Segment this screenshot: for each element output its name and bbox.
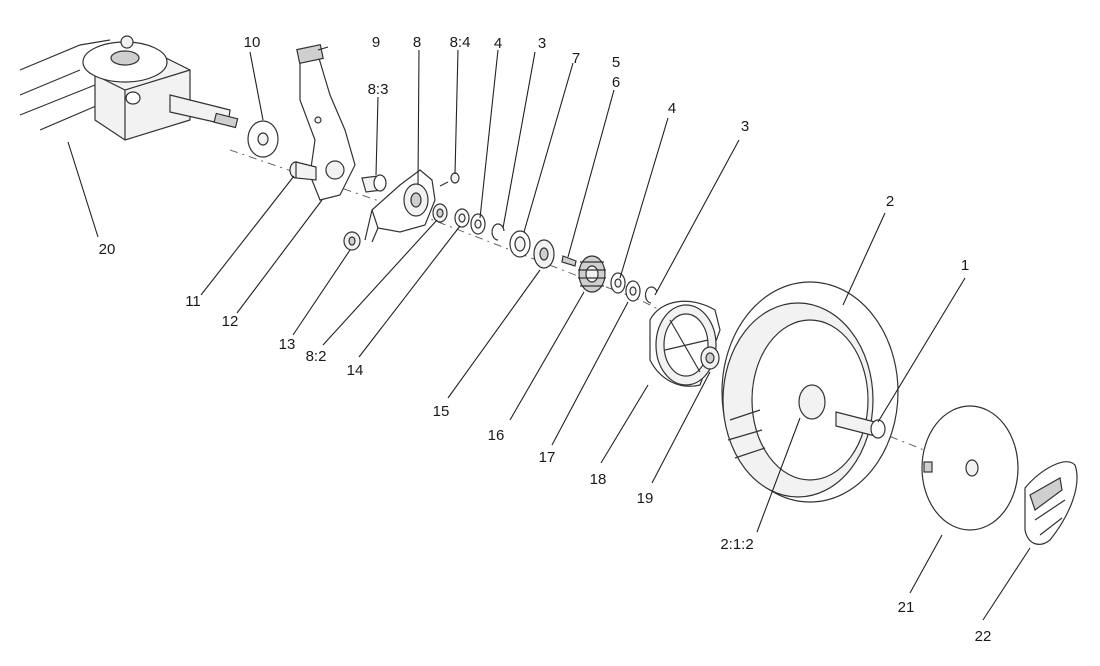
callout-21: 21: [898, 599, 915, 616]
callout-7: 7: [572, 50, 580, 67]
pivot-bracket-8: [364, 169, 436, 243]
hubcap-disc-21: [921, 405, 1019, 531]
clip-9: [296, 43, 324, 65]
callout-5: 5: [612, 54, 620, 71]
axle-bolt-1: [835, 411, 886, 439]
callout-1: 1: [961, 257, 969, 274]
retaining-ring-3-first: [491, 223, 505, 241]
bolt-11: [289, 161, 317, 181]
callout-12: 12: [222, 313, 239, 330]
callout-17: 17: [539, 449, 556, 466]
callout-4: 4: [494, 35, 502, 52]
washer-14: [454, 208, 470, 228]
nut-13: [343, 231, 361, 251]
pinion-gear-16: [578, 255, 606, 293]
bearing-15: [533, 239, 555, 269]
washer-4-second: [610, 272, 626, 294]
callout-2-1-2: 2:1:2: [720, 536, 753, 553]
callout-10: 10: [244, 34, 261, 51]
callout-3: 3: [741, 118, 749, 135]
bearing-8-2: [432, 203, 448, 223]
callout-3: 3: [538, 35, 546, 52]
retaining-ring-3-second: [644, 286, 658, 304]
callout-18: 18: [590, 471, 607, 488]
callout-6: 6: [612, 74, 620, 91]
screw-8-4: [439, 172, 460, 187]
callout-labels: 1 2 2:1:2 3 3 4 4 5 6 7 8 8:2 8:3 8:4 9 …: [99, 34, 992, 645]
height-adjust-bracket-12: [299, 54, 356, 201]
spacer-7: [509, 230, 531, 258]
wheel-cover-22: [1024, 461, 1078, 545]
callout-8: 8: [413, 34, 421, 51]
callout-20: 20: [99, 241, 116, 258]
callout-4: 4: [668, 100, 676, 117]
hub-19: [700, 346, 720, 370]
washer-10: [247, 120, 279, 158]
pin-5: [561, 255, 577, 267]
washer-4-first: [470, 213, 486, 235]
callout-16: 16: [488, 427, 505, 444]
callout-14: 14: [347, 362, 364, 379]
callout-15: 15: [433, 403, 450, 420]
callout-8-2: 8:2: [306, 348, 327, 365]
wheel-2: [721, 281, 899, 503]
transmission-gearbox: [19, 35, 239, 141]
callout-13: 13: [279, 336, 296, 353]
washer-17: [625, 280, 641, 302]
callout-11: 11: [185, 293, 201, 310]
callout-2: 2: [886, 193, 894, 210]
callout-19: 19: [637, 490, 654, 507]
leader-lines: [67, 46, 1031, 621]
callout-9: 9: [372, 34, 380, 51]
callout-8-4: 8:4: [450, 34, 471, 51]
callout-8-3: 8:3: [368, 81, 389, 98]
callout-22: 22: [975, 628, 992, 645]
bushing-8-3: [361, 174, 387, 193]
